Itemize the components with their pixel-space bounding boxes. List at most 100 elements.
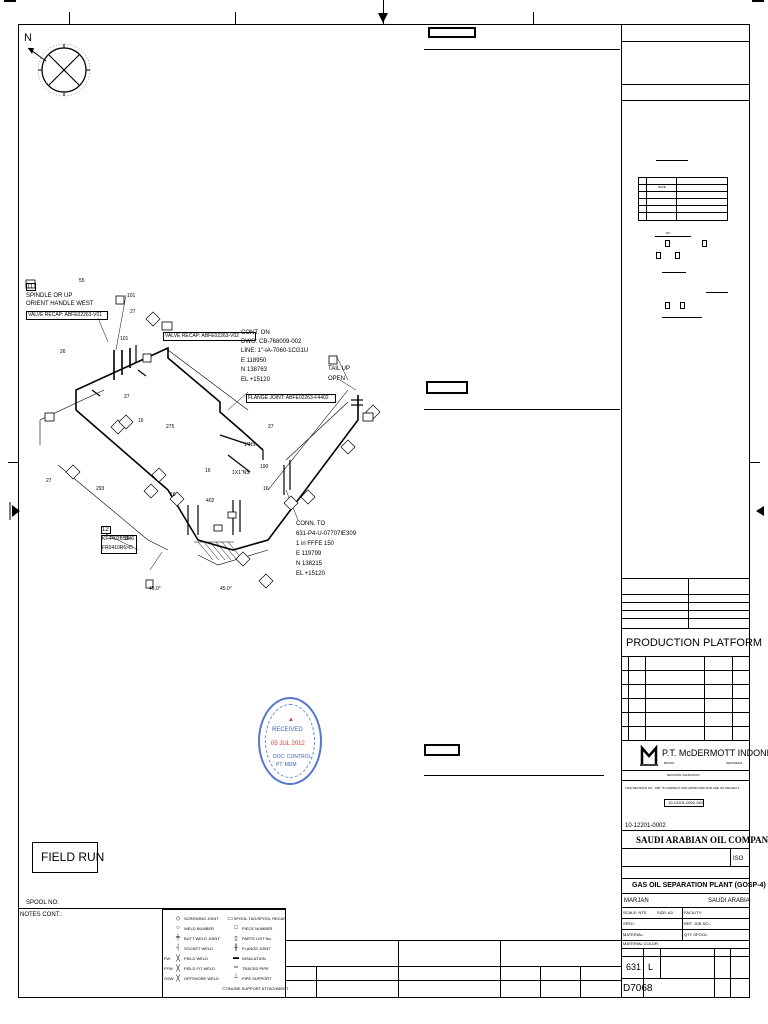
legend-symbol-icon: ○ [176, 925, 180, 931]
bottom-rule [500, 940, 501, 998]
field-run-label: FIELD RUN [41, 850, 105, 864]
svg-text:16: 16 [124, 536, 130, 542]
title-rule [730, 848, 731, 866]
piece-number: 11 [27, 284, 34, 290]
frame-tick [8, 462, 18, 463]
location-left: MARJAN [624, 898, 649, 904]
legend-row: FW╳FIELD WELD [164, 953, 224, 963]
title-rule [621, 907, 750, 908]
title-rule [645, 656, 646, 740]
bottom-rule [540, 966, 541, 998]
frame-tick [750, 462, 760, 463]
legend-row: ◇SCREWING JOINT [164, 913, 224, 923]
center-tag-box [426, 381, 468, 394]
title-rule [621, 893, 750, 894]
title-rule [621, 578, 750, 579]
flange-joint-tag [246, 394, 336, 403]
legend-row: ○WELD NUMBER [164, 923, 224, 933]
client-name: SAUDI ARABIAN OIL COMPANY [636, 835, 768, 845]
connection-ffe: 1 in FFFE 150 [296, 541, 335, 547]
valve-recap-tag [26, 311, 108, 320]
checkbox [665, 302, 670, 309]
checkbox [675, 252, 680, 259]
title-rule [621, 770, 750, 771]
legend-label: SPOOL TAG/SPOOL RECAP [233, 915, 286, 921]
field-run-box [32, 842, 98, 873]
bottom-rule [18, 908, 286, 909]
legend-column: ◇SCREWING JOINT○WELD NUMBER╪BUTT WELD JO… [164, 913, 224, 983]
frame-tick [383, 0, 384, 24]
connection-line: 631-P4-U-07707IE309 [296, 531, 357, 537]
title-rule [621, 602, 750, 603]
frame-tick [4, 0, 16, 2]
table-rule [676, 177, 677, 221]
title-rule [621, 41, 750, 42]
svg-text:275: 275 [166, 424, 175, 430]
legend-label: INSULATION [242, 955, 266, 961]
title-rule [688, 578, 689, 628]
bottom-rule [580, 966, 581, 998]
valve-recap-label: VALVE RECAP: ABFE02263-V02 [165, 333, 240, 339]
title-rule [621, 712, 750, 713]
table-rule [638, 198, 728, 199]
received-stamp: ▲ RECEIVED 05 JUL 2012 DOC. CONTROL PT. … [258, 697, 322, 785]
legend-label: TRACED PIPE [242, 965, 269, 971]
title-rule [732, 656, 733, 740]
svg-text:27: 27 [268, 424, 274, 430]
document-type: ISO [733, 856, 744, 862]
legend-label: FLANGE JOINT [242, 945, 271, 951]
company-name: P.T. McDERMOTT INDONESIA [662, 748, 768, 758]
right-center-arrow-icon [756, 506, 764, 516]
continuation-dwg: DWG: CB-768009-002 [241, 339, 302, 345]
svg-text:16: 16 [170, 492, 176, 498]
title-rule [621, 940, 750, 941]
svg-text:45.0°: 45.0° [220, 586, 232, 592]
reference-number: 10-12201-0002 [625, 823, 666, 829]
legend-row: ▬INSULATION [222, 953, 286, 963]
legend-label: FIELD WELD [184, 955, 209, 961]
stamp-line: PT. MDM [276, 762, 297, 768]
table-rule [638, 212, 728, 213]
size-label: SIZE: A3 [657, 910, 673, 915]
top-center-arrow-icon [378, 13, 388, 23]
table-rule [638, 191, 728, 192]
north-label: N [24, 32, 32, 44]
coordinate-e: E 118950 [241, 358, 267, 364]
coordinate-el: EL +15120 [241, 377, 270, 383]
svg-text:16: 16 [205, 468, 211, 474]
qty-label: QTY SPOOL: [684, 932, 709, 937]
title-rule [621, 918, 750, 919]
legend-row: ╪BUTT WELD JOINT [164, 933, 224, 943]
drawing-number: D7068 [623, 983, 653, 994]
north-arrow-icon [27, 43, 91, 97]
continuation-line: LINE: 1"-IA-7060-1CG1U [241, 348, 309, 354]
legend-label: FIELD FIT WELD [184, 965, 216, 971]
title-rule [660, 948, 661, 978]
legend-row: ═TRACED PIPE [222, 963, 286, 973]
coordinate-n: N 138763 [241, 367, 268, 373]
production-platform-title: PRODUCTION PLATFORM [626, 637, 763, 649]
svg-text:101: 101 [127, 293, 136, 299]
legend-label: BUTT WELD JOINT [184, 935, 220, 941]
bottom-rule [316, 966, 317, 998]
legend-row: ▯PARTS LIST No. [222, 933, 286, 943]
legend-label: INLINE SUPPORT ATTACHMENT [227, 985, 289, 991]
frame-tick [752, 0, 764, 2]
legend-row: □PIECE NUMBER [222, 923, 286, 933]
bottom-rule [286, 966, 621, 967]
flange-joint-label: FLANGE JOINT: ABFE02263-F4402 [248, 395, 329, 401]
legend-symbol-icon: ╫ [233, 945, 239, 951]
title-rule [621, 628, 750, 629]
revision-note: THIS REVISION NO. "000" IS CORRECT AND A… [625, 786, 740, 790]
table-rule [646, 177, 647, 221]
title-rule [621, 978, 750, 979]
continuation-label: CONT. ON [241, 330, 270, 336]
material-label: MATERIAL: [623, 932, 644, 937]
bottom-rule [398, 940, 399, 998]
plant-number: 631 [626, 962, 642, 972]
legend-label: SCREWING JOINT [184, 915, 219, 921]
title-rule [628, 656, 629, 740]
coordinate-el: EL +15120 [296, 571, 325, 577]
mcdermott-logo-icon [640, 744, 658, 766]
